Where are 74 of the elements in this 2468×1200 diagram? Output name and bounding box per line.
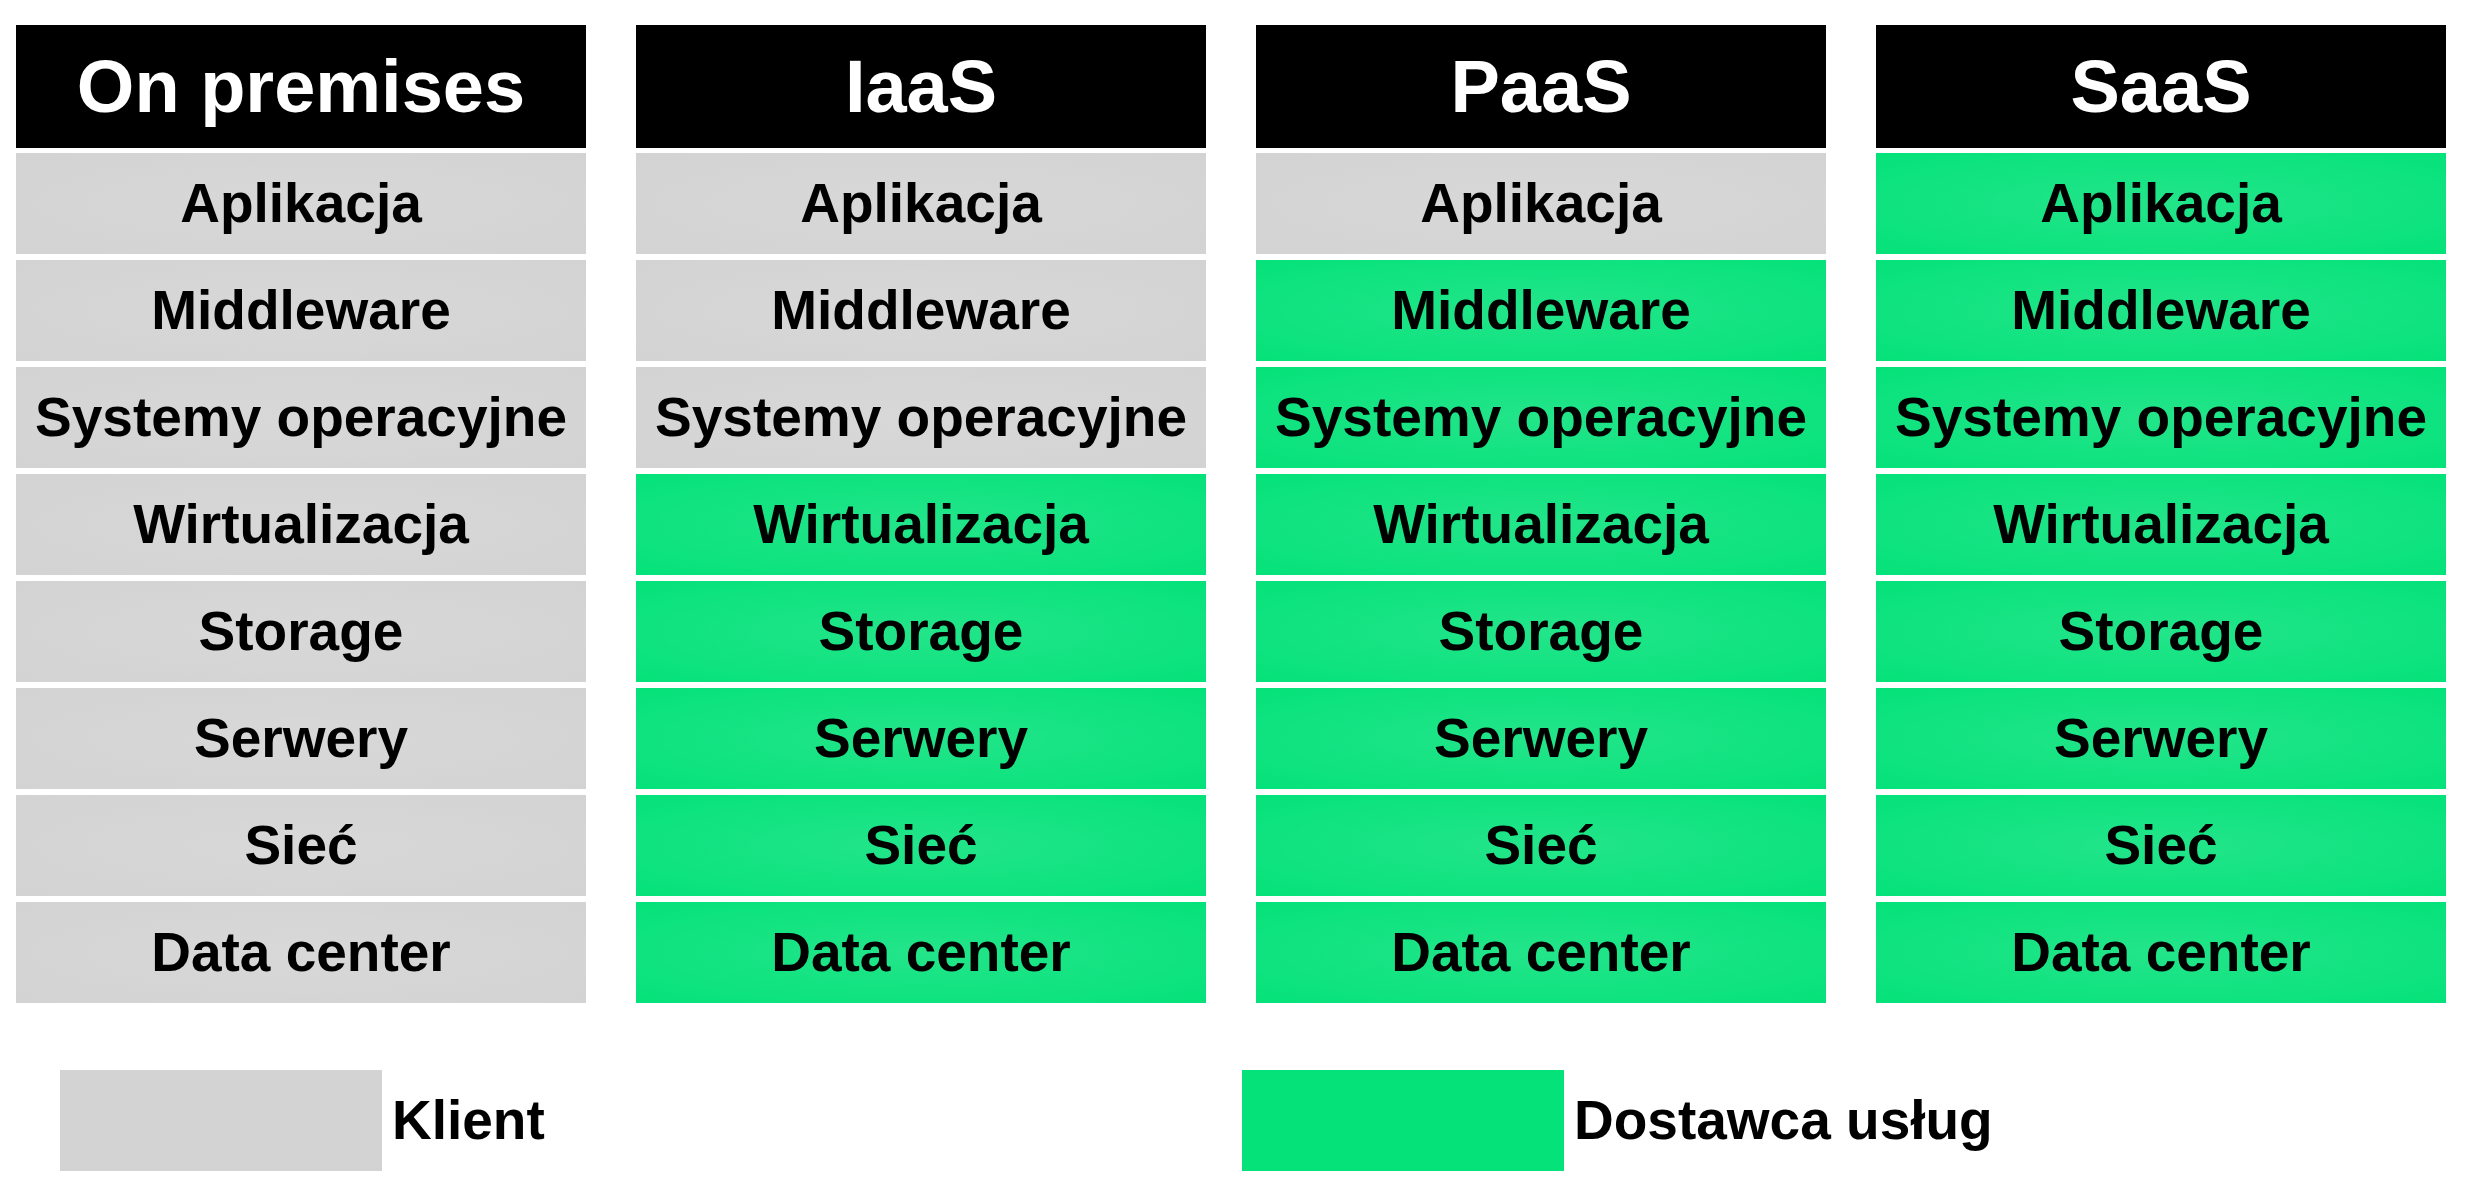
layer-box	[16, 902, 586, 1003]
layer-label: Aplikacja	[800, 173, 1042, 234]
layer-label: Wirtualizacja	[1993, 494, 2329, 555]
legend-label: Dostawca usług	[1574, 1089, 1993, 1150]
layer-box	[1256, 260, 1826, 361]
header-title: On premises	[76, 45, 526, 128]
layer-label: Wirtualizacja	[133, 494, 469, 555]
layer-label: Storage	[818, 601, 1024, 662]
legend-label: Klient	[392, 1089, 545, 1150]
layer-label: Aplikacja	[1420, 173, 1662, 234]
layer-box	[16, 260, 586, 361]
layer-box	[16, 367, 586, 468]
layer-box	[636, 902, 1206, 1003]
layer-label: Wirtualizacja	[753, 494, 1089, 555]
layer-box	[1876, 153, 2446, 254]
layer-box	[16, 795, 586, 896]
column-header	[1876, 25, 2446, 148]
column-header	[636, 25, 1206, 148]
layer-box	[1876, 581, 2446, 682]
layer-box	[1256, 902, 1826, 1003]
layer-label: Systemy operacyjne	[655, 387, 1187, 448]
layer-label: Middleware	[1391, 280, 1691, 341]
column-header	[16, 25, 586, 148]
layer-box	[636, 795, 1206, 896]
layer-box	[1256, 581, 1826, 682]
layer-box	[16, 688, 586, 789]
layer-label: Data center	[2011, 922, 2311, 983]
layer-box	[1876, 260, 2446, 361]
layer-box	[636, 474, 1206, 575]
layer-box	[16, 153, 586, 254]
layer-label: Data center	[771, 922, 1071, 983]
layer-box	[636, 153, 1206, 254]
layer-label: Storage	[2058, 601, 2264, 662]
layer-label: Sieć	[1484, 815, 1598, 876]
header-title: IaaS	[844, 45, 998, 128]
layer-box	[16, 474, 586, 575]
layer-box	[636, 260, 1206, 361]
layer-box	[1256, 367, 1826, 468]
layer-box	[1256, 153, 1826, 254]
layer-label: Data center	[1391, 922, 1691, 983]
layer-label: Data center	[151, 922, 451, 983]
layer-box	[1876, 367, 2446, 468]
layer-label: Storage	[198, 601, 404, 662]
layer-label: Sieć	[2104, 815, 2218, 876]
layer-label: Middleware	[2011, 280, 2311, 341]
layer-box	[1876, 795, 2446, 896]
layer-box	[1256, 795, 1826, 896]
layer-box	[1876, 474, 2446, 575]
layer-label: Serwery	[2053, 708, 2268, 769]
layer-label: Systemy operacyjne	[1275, 387, 1807, 448]
layer-label: Aplikacja	[2040, 173, 2282, 234]
layer-label: Middleware	[771, 280, 1071, 341]
layer-box	[1256, 688, 1826, 789]
layer-label: Wirtualizacja	[1373, 494, 1709, 555]
column-header	[1256, 25, 1826, 148]
layer-label: Sieć	[244, 815, 358, 876]
layer-label: Systemy operacyjne	[35, 387, 567, 448]
layer-label: Serwery	[193, 708, 408, 769]
layer-label: Middleware	[151, 280, 451, 341]
layer-box	[636, 581, 1206, 682]
layer-label: Storage	[1438, 601, 1644, 662]
layer-label: Systemy operacyjne	[1895, 387, 2427, 448]
layer-box	[16, 581, 586, 682]
layer-box	[636, 688, 1206, 789]
layer-label: Sieć	[864, 815, 978, 876]
layer-box	[1876, 688, 2446, 789]
header-title: PaaS	[1450, 45, 1632, 128]
layer-label: Serwery	[813, 708, 1028, 769]
header-title: SaaS	[2070, 45, 2252, 128]
layer-label: Serwery	[1433, 708, 1648, 769]
layer-label: Aplikacja	[180, 173, 422, 234]
layer-box	[1256, 474, 1826, 575]
layer-box	[1876, 902, 2446, 1003]
layer-box	[636, 367, 1206, 468]
